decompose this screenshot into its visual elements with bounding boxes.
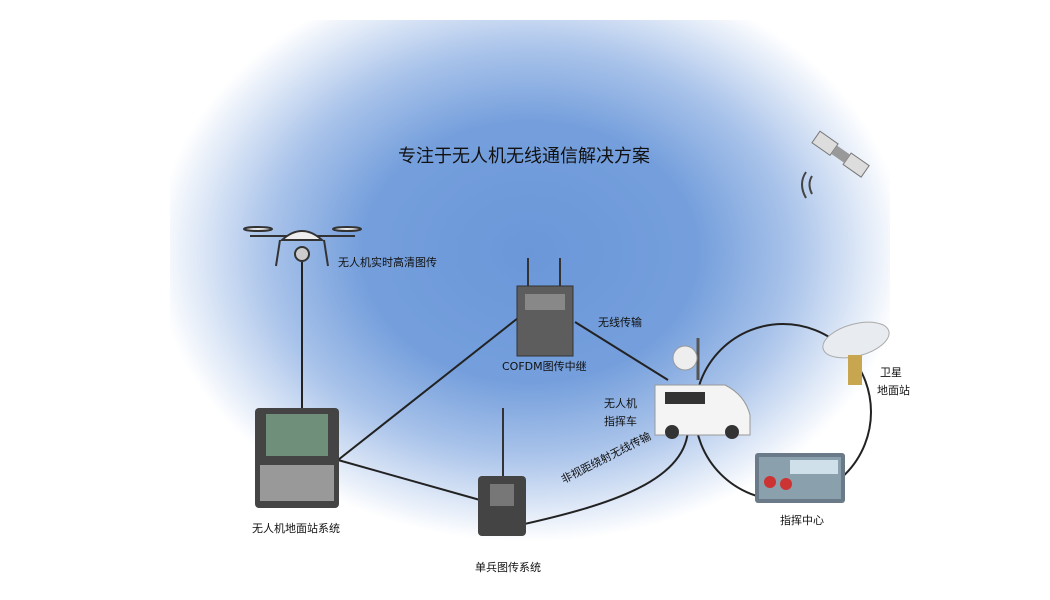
satellite-dish-icon [822,321,890,385]
ground-station-label: 无人机地面站系统 [252,522,340,535]
ground-station-icon [255,408,339,508]
soldier-label: 单兵图传系统 [475,561,541,574]
vehicle-label-line2: 指挥车 [604,415,637,428]
relay-label: COFDM图传中继 [502,360,587,373]
drone-label: 无人机实时高清图传 [338,256,437,269]
vehicle-label-line1: 无人机 [604,397,637,410]
relay-device-icon [516,258,574,357]
command-center-label: 指挥中心 [780,514,824,527]
ground-soldier-link [337,459,481,501]
sat-station-label-line1: 卫星 [880,366,902,379]
soldier-device-icon [478,408,526,536]
satellite-icon [811,130,870,178]
command-vehicle-icon [654,338,751,439]
signal-waves-icon [801,171,813,199]
sat-station-label-line2: 地面站 [877,384,910,397]
wireless-link-label: 无线传输 [598,316,642,329]
command-center-image [755,453,845,503]
ground-relay-link [337,317,519,461]
drone-icon [243,226,362,267]
soldier-vehicle-link [519,424,690,526]
relay-vehicle-link [574,321,669,381]
page-title: 专注于无人机无线通信解决方案 [398,146,650,167]
